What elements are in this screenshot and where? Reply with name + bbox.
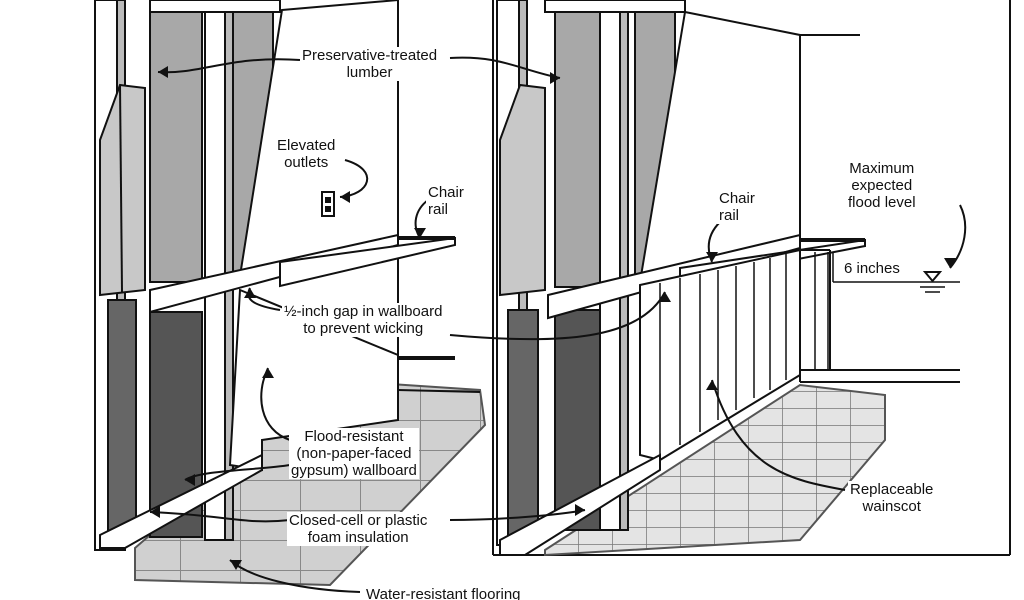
label-max-flood-level: Maximum expected flood level [846, 160, 918, 211]
left-chair-rail [279, 236, 456, 288]
arrowheads [150, 66, 956, 570]
right-wall-section [492, 0, 1011, 557]
label-chair-rail-left: Chair rail [426, 184, 466, 218]
label-preservative-treated-lumber: Preservative-treated lumber [300, 47, 440, 81]
label-replaceable-wainscot: Replaceable wainscot [848, 481, 936, 515]
right-floor-tiles [544, 383, 886, 557]
left-wall-section [94, 0, 487, 587]
label-closed-cell-insulation: Closed-cell or plastic foam insulation [287, 512, 430, 546]
label-flood-resistant-wallboard: Flood-resistant (non-paper-faced gypsum)… [289, 428, 419, 479]
right-stud-2 [599, 0, 621, 531]
label-water-resistant-flooring: Water-resistant flooring [364, 586, 523, 600]
flood-level-marker [922, 271, 943, 283]
label-chair-rail-right: Chair rail [717, 190, 757, 224]
elevated-outlet [321, 191, 335, 217]
label-elevated-outlets: Elevated outlets [275, 137, 338, 171]
left-stud-2 [204, 0, 226, 541]
label-half-inch-gap: ½-inch gap in wallboard to prevent wicki… [282, 303, 445, 337]
left-lower-wallboard [228, 288, 399, 472]
left-insulation-upper [149, 11, 203, 283]
label-six-inches: 6 inches [842, 260, 902, 277]
